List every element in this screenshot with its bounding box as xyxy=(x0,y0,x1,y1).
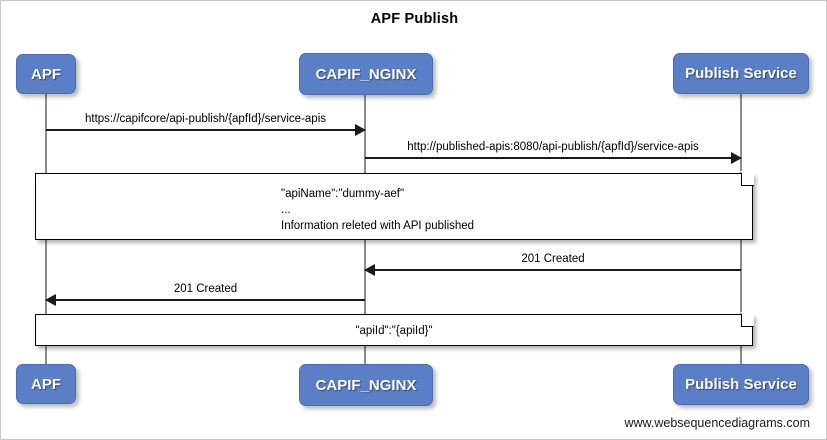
note-fold-corner-icon-2 xyxy=(740,312,754,327)
note-fold-corner-icon-1 xyxy=(740,171,754,186)
note-line-3: Information releted with API published xyxy=(281,220,475,232)
participant-capif-nginx-top-label: CAPIF_NGINX xyxy=(315,65,417,83)
note-request-body-text: "apiName":"dummy-aef"... Information rele… xyxy=(281,186,474,234)
participant-apf-bottom-label: APF xyxy=(31,375,61,393)
participant-publish-service-top[interactable]: Publish Service xyxy=(673,53,809,94)
note-request-body: "apiName":"dummy-aef"... Information rele… xyxy=(35,171,754,240)
arrowhead-right-icon-1 xyxy=(355,124,366,136)
message-line-4 xyxy=(46,299,365,301)
footer-watermark: www.websequencediagrams.com xyxy=(624,416,810,430)
message-line-1 xyxy=(46,129,365,131)
note-response-body-text: "apiId":"{apiId}" xyxy=(36,323,752,339)
participant-apf-top[interactable]: APF xyxy=(16,54,76,94)
note-line-4: "apiId":"{apiId}" xyxy=(355,325,433,337)
message-line-3 xyxy=(365,269,741,271)
diagram-title: APF Publish xyxy=(370,11,459,27)
participant-apf-bottom[interactable]: APF xyxy=(16,364,76,404)
message-label-4: 201 Created xyxy=(173,283,238,295)
participant-apf-top-label: APF xyxy=(31,65,61,83)
message-line-2 xyxy=(365,157,741,159)
participant-publish-service-bottom-label: Publish Service xyxy=(685,376,797,393)
participant-publish-service-top-label: Publish Service xyxy=(685,65,797,82)
note-line-1: "apiName":"dummy-aef" xyxy=(281,188,405,200)
message-label-1: https://capifcore/api-publish/{apfId}/se… xyxy=(85,113,326,125)
note-line-2: ... xyxy=(281,204,291,216)
note-response-body: "apiId":"{apiId}" xyxy=(35,312,754,346)
arrowhead-left-icon-3 xyxy=(364,264,375,276)
arrowhead-right-icon-2 xyxy=(731,152,742,164)
message-label-3: 201 Created xyxy=(521,253,585,265)
participant-capif-nginx-bottom[interactable]: CAPIF_NGINX xyxy=(299,364,433,406)
participant-capif-nginx-top[interactable]: CAPIF_NGINX xyxy=(299,53,433,95)
participant-publish-service-bottom[interactable]: Publish Service xyxy=(673,364,809,405)
arrowhead-left-icon-4 xyxy=(45,294,56,306)
participant-capif-nginx-bottom-label: CAPIF_NGINX xyxy=(315,376,417,394)
message-label-2: http://published-apis:8080/api-publish/{… xyxy=(407,141,699,153)
